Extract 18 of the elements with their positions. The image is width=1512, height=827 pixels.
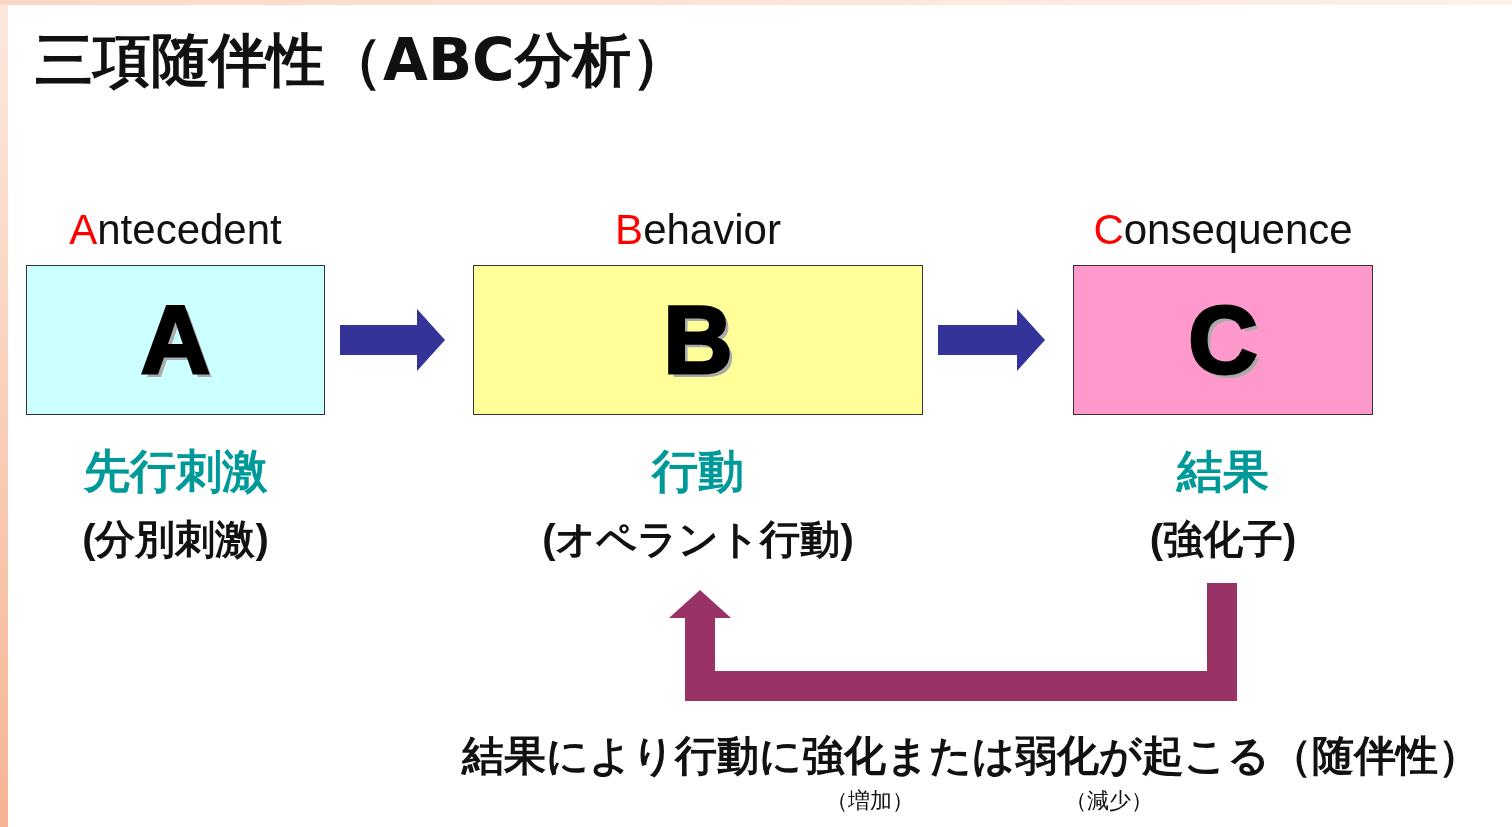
block-arrow xyxy=(938,309,1045,371)
term-label: 先行刺激 xyxy=(82,444,269,499)
note-annotation: （減少） xyxy=(1065,787,1153,815)
term-note: (強化子) xyxy=(1148,516,1298,563)
heading: Consequence xyxy=(1092,205,1354,255)
heading: Antecedent xyxy=(68,205,283,255)
block-arrow xyxy=(340,309,445,371)
box-letter: C xyxy=(1188,292,1258,388)
note-text: 結果により行動に強化または弱化が起こる（随伴性） xyxy=(462,731,1480,781)
box-letter: A xyxy=(140,292,211,388)
note-annotation: （増加） xyxy=(826,787,914,815)
term-note: (分別刺激) xyxy=(81,516,270,563)
term-note: (オペラント行動) xyxy=(541,516,855,563)
term-label: 行動 xyxy=(650,444,745,499)
box-letter: B xyxy=(663,292,733,388)
heading: Behavior xyxy=(614,205,782,255)
title: 三項随伴性（ABC分析） xyxy=(35,25,689,96)
term-label: 結果 xyxy=(1175,444,1270,499)
